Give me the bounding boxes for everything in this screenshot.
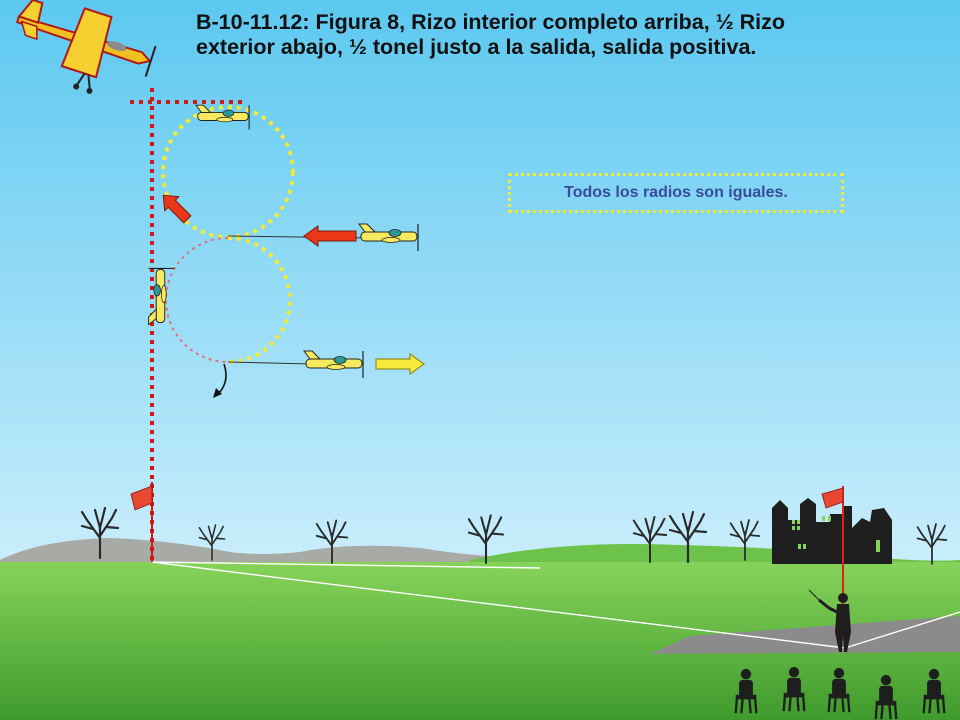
title-line-1: B-10-11.12: Figura 8, Rizo interior comp… xyxy=(196,10,786,34)
entry-arrow xyxy=(303,225,357,247)
loop-direction-arrow xyxy=(162,194,192,224)
radius-note: Todos los radios son iguales. xyxy=(508,173,844,213)
upper-loop-path xyxy=(161,105,295,239)
page-title: B-10-11.12: Figura 8, Rizo interior comp… xyxy=(196,10,956,60)
runway xyxy=(650,616,960,654)
exit-line xyxy=(227,361,313,365)
lower-loop-path xyxy=(227,236,292,364)
pilot-icon xyxy=(808,589,851,652)
aerobatic-plane-icon xyxy=(15,0,157,94)
box-perspective-lines xyxy=(151,561,960,649)
castle-icon xyxy=(772,498,892,564)
exit-arrow xyxy=(375,353,425,375)
lower-loop-inverted-path xyxy=(165,237,229,363)
flag-icon xyxy=(821,487,844,509)
title-line-2: exterior abajo, ½ tonel justo a la salid… xyxy=(196,35,757,59)
flag-icon xyxy=(130,485,153,511)
